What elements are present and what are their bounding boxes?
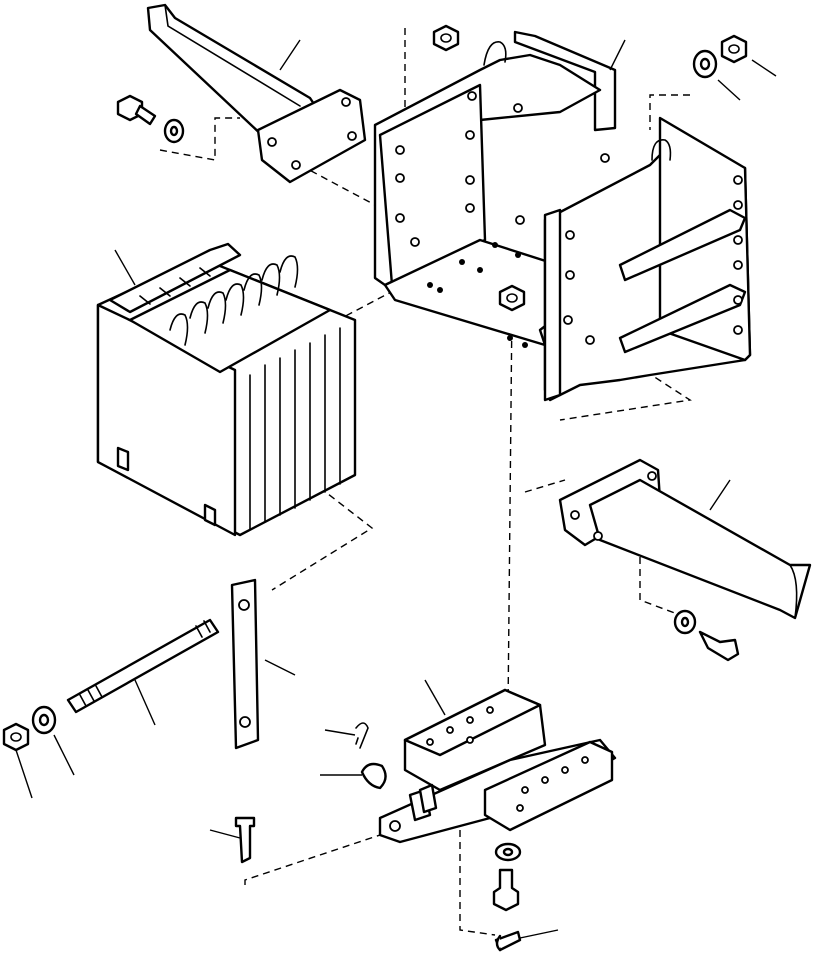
upper-left-support-arm (146, 3, 367, 184)
tie-rod-washer (31, 705, 57, 735)
frame-center-nut (498, 284, 526, 312)
top-right-washer (692, 49, 718, 79)
main-counterweight-frame (373, 30, 752, 402)
tie-rod-nut (2, 722, 30, 752)
cotter-pin (355, 722, 369, 749)
leader-lines (15, 39, 777, 939)
tie-rod (66, 618, 220, 714)
hitch-washer (494, 842, 522, 862)
counterweight-plate-stack (96, 242, 357, 537)
lower-right-support-arm (558, 458, 812, 620)
upper-left-washer (163, 118, 185, 144)
hitch-pin (234, 816, 256, 864)
pin-clip (360, 762, 387, 790)
hitch-bolt (492, 868, 520, 912)
top-center-nut (432, 24, 460, 52)
hitch-bracket (378, 688, 617, 844)
lower-right-washer (673, 609, 697, 635)
hitch-screw (494, 930, 522, 952)
top-right-nut (720, 34, 748, 64)
connecting-link-plate (230, 578, 260, 750)
lower-right-bolt (698, 630, 740, 662)
upper-left-bolt (116, 94, 157, 126)
